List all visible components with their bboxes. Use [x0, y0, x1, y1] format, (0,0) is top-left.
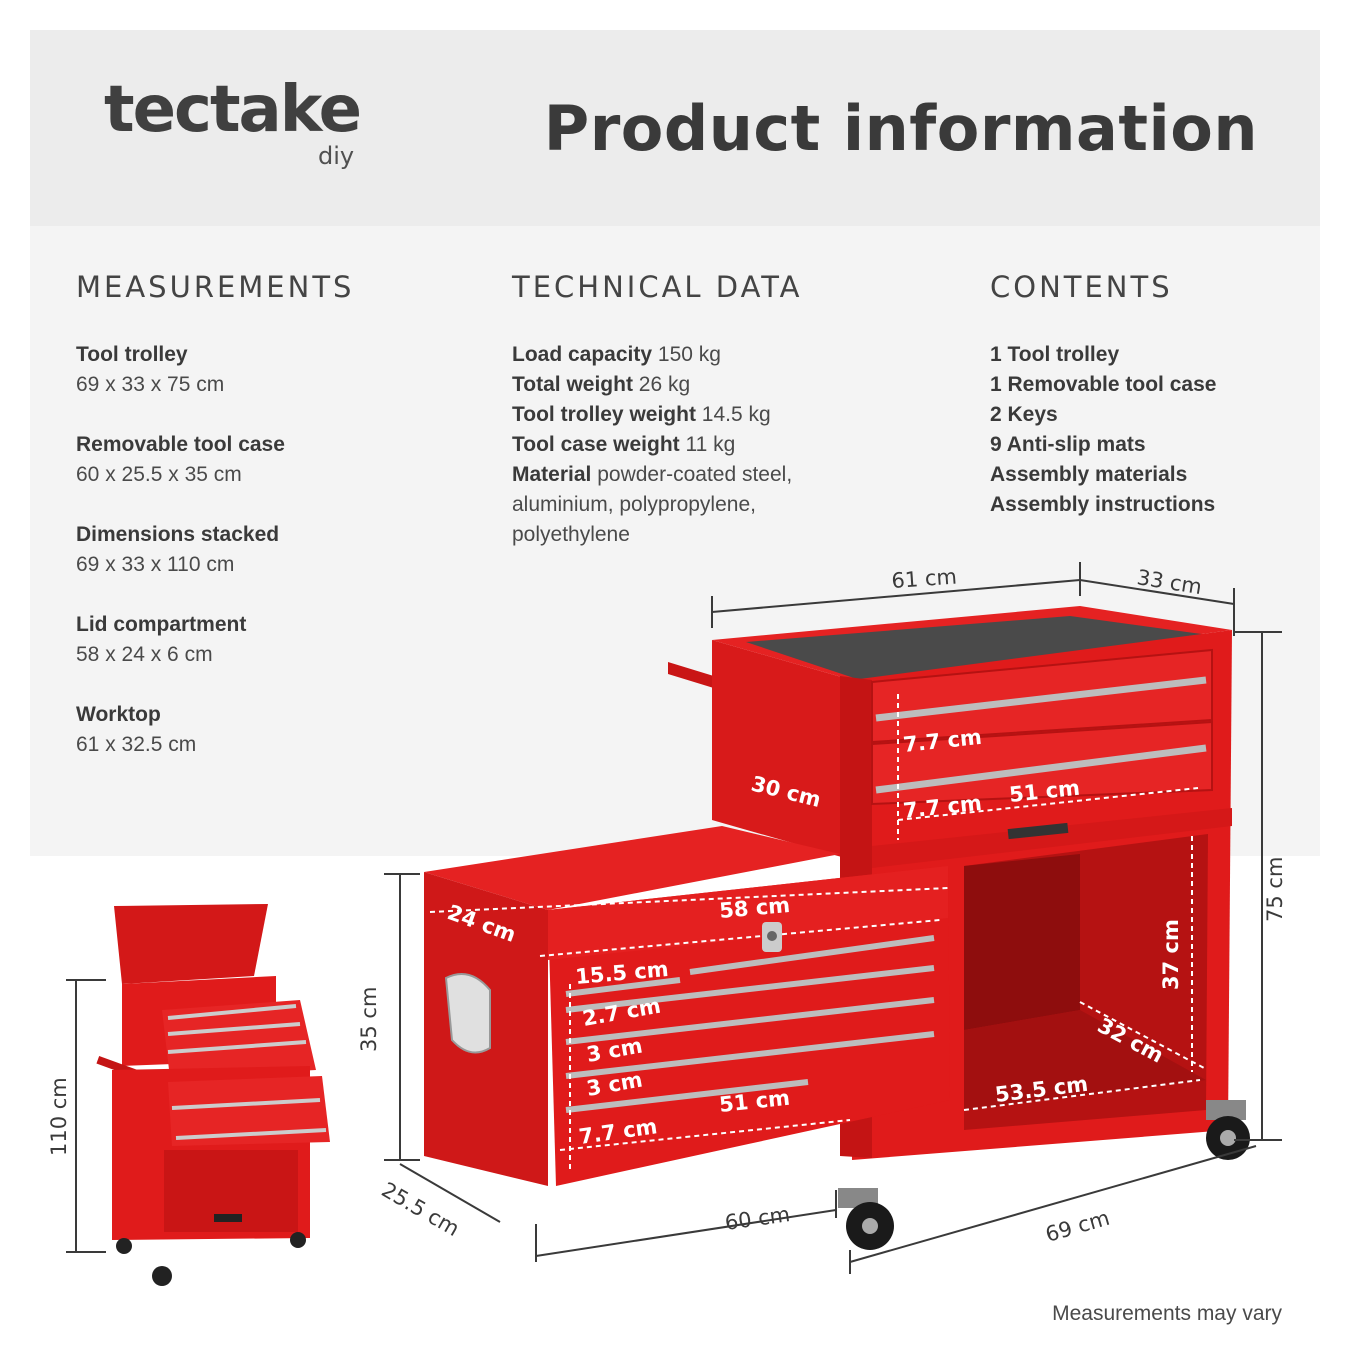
page-title: Product information [543, 92, 1258, 165]
tech-value: 26 kg [638, 373, 691, 396]
measurements-heading: MEASUREMENTS [76, 270, 355, 304]
dim-trolley-depth: 33 cm [1135, 565, 1203, 599]
contents-item: 1 Removable tool case [990, 373, 1217, 396]
contents-item: Assembly materials [990, 463, 1188, 486]
measurement-value: 69 x 33 x 75 cm [76, 373, 225, 396]
header-band [30, 30, 1320, 226]
tech-item: Load capacity 150 kg [512, 340, 952, 370]
tech-label: Tool case weight [512, 433, 680, 456]
tech-label: Material [512, 463, 592, 486]
technical-section: TECHNICAL DATA Load capacity 150 kg Tota… [512, 270, 952, 550]
measurement-item: Worktop 61 x 32.5 cm [76, 700, 476, 760]
stacked-trolley-image [66, 904, 330, 1286]
dim-trolley-total-width: 69 cm [1043, 1206, 1112, 1247]
tech-label: Tool trolley weight [512, 403, 696, 426]
measurement-item: Lid compartment 58 x 24 x 6 cm [76, 610, 476, 670]
trolley-wheel [838, 1188, 894, 1250]
tech-item: Total weight 26 kg [512, 370, 952, 400]
trolley-wheel [1206, 1100, 1250, 1160]
measurement-label: Removable tool case [76, 433, 285, 456]
measurement-value: 60 x 25.5 x 35 cm [76, 463, 242, 486]
measurement-value: 58 x 24 x 6 cm [76, 643, 213, 666]
contents-section: CONTENTS 1 Tool trolley 1 Removable tool… [990, 270, 1310, 520]
dimension-lines [384, 562, 1282, 1274]
brand-sub: diy [318, 142, 355, 170]
measurement-item: Dimensions stacked 69 x 33 x 110 cm [76, 520, 476, 580]
dim-case-width: 60 cm [723, 1202, 791, 1235]
dim-case-height: 35 cm [357, 987, 381, 1052]
measurement-item: Removable tool case 60 x 25.5 x 35 cm [76, 430, 476, 490]
contents-heading: CONTENTS [990, 270, 1173, 304]
contents-item: 2 Keys [990, 403, 1058, 426]
measurement-label: Dimensions stacked [76, 523, 280, 546]
measurements-section: MEASUREMENTS Tool trolley 69 x 33 x 75 c… [76, 270, 476, 790]
measurement-label: Tool trolley [76, 343, 188, 366]
tech-label: Total weight [512, 373, 633, 396]
measurement-value: 69 x 33 x 110 cm [76, 553, 235, 576]
technical-heading: TECHNICAL DATA [512, 270, 803, 304]
dim-trolley-height: 75 cm [1263, 857, 1287, 922]
tech-value: 150 kg [657, 343, 721, 366]
tech-value: powder-coated steel, aluminium, polyprop… [512, 463, 793, 546]
measurement-item: Tool trolley 69 x 33 x 75 cm [76, 340, 476, 400]
contents-item: 9 Anti-slip mats [990, 433, 1146, 456]
measurement-label: Lid compartment [76, 613, 247, 636]
dim-stacked-height: 110 cm [47, 1077, 71, 1156]
tech-item: Material powder-coated steel, aluminium,… [512, 460, 862, 550]
tech-label: Load capacity [512, 343, 653, 366]
dim-case-depth: 25.5 cm [378, 1178, 464, 1242]
tech-item: Tool trolley weight 14.5 kg [512, 400, 952, 430]
contents-item: 1 Tool trolley [990, 343, 1120, 366]
tech-item: Tool case weight 11 kg [512, 430, 952, 460]
measurement-value: 61 x 32.5 cm [76, 733, 197, 756]
measurement-label: Worktop [76, 703, 161, 726]
tech-value: 14.5 kg [701, 403, 771, 426]
contents-item: Assembly instructions [990, 493, 1216, 516]
tool-case-image [424, 826, 950, 1186]
dim-cabinet-height: 37 cm [1159, 919, 1183, 990]
dim-trolley-width: 61 cm [891, 564, 958, 593]
brand-name: tectake [104, 73, 362, 147]
tech-value: 11 kg [685, 433, 736, 456]
footnote: Measurements may vary [1052, 1302, 1282, 1325]
brand-logo: tectake diy [104, 73, 362, 170]
